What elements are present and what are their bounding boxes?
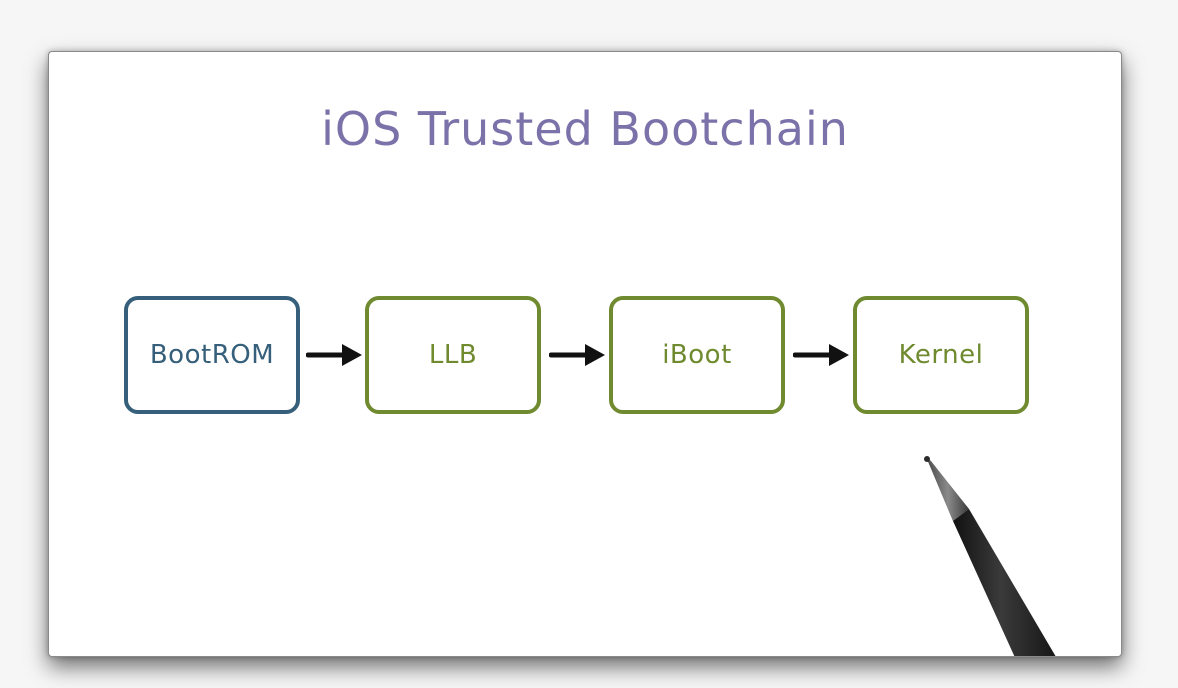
node-llb-label: LLB: [428, 340, 478, 370]
node-iboot: iBoot: [609, 296, 785, 414]
arrow-right-icon: [793, 344, 849, 366]
slide: iOS Trusted Bootchain BootROM LLB iBoot …: [48, 51, 1122, 657]
node-kernel: Kernel: [853, 296, 1029, 414]
arrow-right-icon: [306, 344, 362, 366]
arrow-right-icon: [549, 344, 605, 366]
node-iboot-label: iBoot: [662, 340, 732, 370]
node-bootrom: BootROM: [124, 296, 300, 414]
node-llb: LLB: [365, 296, 541, 414]
diagram-title: iOS Trusted Bootchain: [321, 102, 849, 156]
pen-icon: [924, 456, 1056, 656]
node-bootrom-label: BootROM: [149, 340, 275, 370]
node-kernel-label: Kernel: [898, 340, 984, 370]
